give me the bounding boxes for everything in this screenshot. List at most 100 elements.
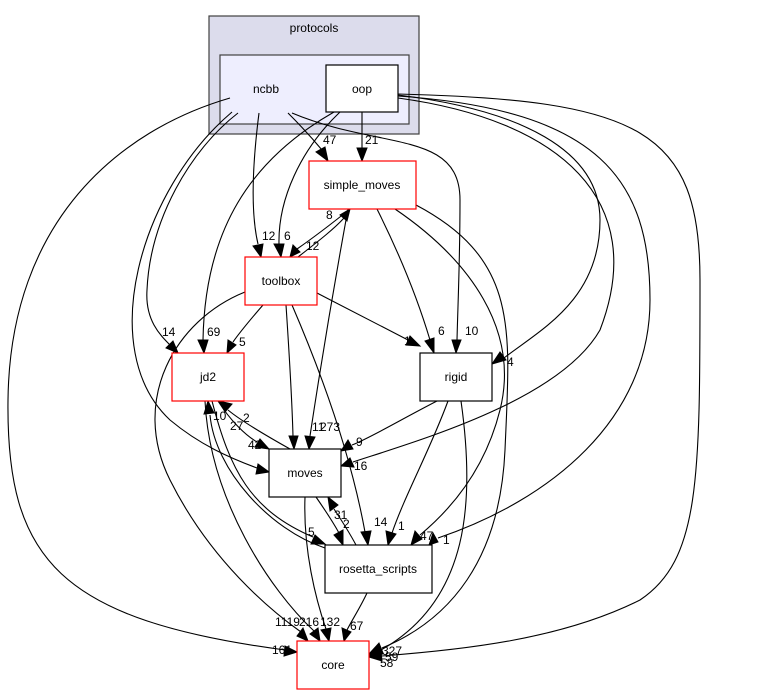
node-core[interactable]: core — [296, 640, 370, 690]
edge-simple-moves-to-rosetta-scripts[interactable] — [394, 208, 505, 547]
edge-label[interactable]: 161 — [272, 643, 292, 657]
node-simple-moves-label: simple_moves — [324, 178, 401, 192]
arrowhead-icon — [320, 627, 332, 643]
edge-jd2-to-rosetta-scripts[interactable] — [211, 400, 327, 545]
edge-label[interactable]: 1 — [398, 519, 405, 533]
arrowhead-icon — [385, 530, 397, 547]
edge-label[interactable]: 14 — [162, 325, 176, 339]
edge-label[interactable]: 216 — [299, 615, 319, 629]
edge-label[interactable]: 6 — [438, 324, 445, 338]
edge-label[interactable]: 42 — [248, 438, 262, 452]
edge-rosetta-scripts-to-moves[interactable] — [327, 495, 357, 546]
edge-rigid-to-rosetta-scripts[interactable] — [385, 400, 449, 547]
edge-label[interactable]: 31 — [334, 508, 348, 522]
node-oop[interactable]: oop — [325, 64, 399, 113]
edge-label[interactable]: 10 — [213, 409, 227, 423]
edge-label[interactable]: 8 — [326, 208, 333, 222]
arrowhead-icon — [283, 645, 299, 657]
node-moves[interactable]: moves — [268, 448, 342, 498]
edge-line — [394, 208, 505, 536]
edge-oop-to-simple-moves[interactable] — [356, 112, 368, 163]
edge-rosetta-scripts-to-core[interactable] — [341, 592, 368, 643]
edge-line — [154, 291, 302, 633]
node-jd2-label: jd2 — [199, 370, 216, 384]
edge-toolbox-to-rosetta-scripts[interactable] — [291, 304, 372, 547]
edge-oop-to-moves[interactable] — [339, 97, 615, 468]
edge-toolbox-to-rigid[interactable] — [316, 292, 422, 347]
edge-line — [380, 400, 468, 651]
edge-label[interactable]: 327 — [382, 644, 402, 658]
arrowhead-icon — [341, 627, 352, 643]
edge-ncbb-to-jd2[interactable] — [146, 112, 239, 354]
node-rigid[interactable]: rigid — [419, 352, 493, 402]
edge-line — [309, 208, 349, 437]
edge-toolbox-to-moves[interactable] — [285, 304, 299, 451]
edge-ncbb-to-core[interactable] — [7, 97, 299, 657]
edge-label[interactable]: 5 — [308, 525, 315, 539]
node-simple-moves[interactable]: simple_moves — [308, 160, 417, 210]
edge-line — [397, 94, 601, 359]
edge-line — [232, 304, 264, 343]
arrowhead-icon — [296, 626, 309, 642]
edge-label[interactable]: 12 — [306, 239, 320, 253]
edge-oop-to-rosetta-scripts[interactable] — [397, 95, 651, 546]
edge-label[interactable]: 6 — [284, 229, 291, 243]
arrowhead-icon — [310, 534, 327, 545]
edge-moves-to-rosetta-scripts[interactable] — [315, 496, 344, 547]
arrowhead-icon — [315, 146, 329, 163]
edge-label[interactable]: 2 — [243, 411, 250, 425]
edge-line — [381, 93, 701, 657]
edge-line — [397, 95, 651, 539]
edge-label[interactable]: 132 — [320, 615, 340, 629]
edge-label[interactable]: 1 — [404, 334, 411, 348]
edge-line — [146, 112, 239, 346]
edge-ncbb-to-rigid[interactable] — [291, 112, 462, 355]
edge-label[interactable]: 10 — [465, 324, 479, 338]
edge-rigid-to-moves[interactable] — [339, 400, 438, 452]
edge-toolbox-to-jd2[interactable] — [226, 304, 264, 355]
arrowhead-icon — [451, 339, 462, 355]
edge-label[interactable]: 69 — [207, 325, 221, 339]
edge-label[interactable]: 9 — [356, 435, 363, 449]
edge-label[interactable]: 14 — [374, 515, 388, 529]
edge-line — [211, 400, 314, 538]
node-rosetta-scripts[interactable]: rosetta_scripts — [324, 544, 433, 594]
edge-rosetta-scripts-to-jd2[interactable] — [203, 399, 326, 549]
edge-label[interactable]: 1 — [443, 533, 450, 547]
edge-line — [333, 508, 357, 546]
edge-label[interactable]: 5 — [239, 335, 246, 349]
edge-toolbox-to-core[interactable] — [154, 291, 309, 642]
edge-oop-to-core[interactable] — [367, 93, 701, 662]
edge-label[interactable]: 16 — [354, 459, 368, 473]
edge-label[interactable]: 47 — [420, 529, 434, 543]
edge-label[interactable]: 273 — [320, 420, 340, 434]
edge-moves-to-core[interactable] — [304, 496, 332, 643]
edge-jd2-to-core[interactable] — [204, 400, 321, 643]
edge-label[interactable]: 67 — [350, 619, 364, 633]
edge-label[interactable]: 1119 — [275, 615, 300, 629]
edge-label[interactable]: 2 — [343, 517, 350, 531]
arrowhead-icon — [428, 531, 439, 546]
edge-simple-moves-to-rigid[interactable] — [376, 208, 435, 355]
edge-label[interactable]: 27 — [230, 419, 244, 433]
node-toolbox-label: toolbox — [262, 274, 301, 288]
edge-ncbb-to-moves[interactable] — [131, 111, 271, 475]
edge-label[interactable]: 59 — [385, 650, 399, 664]
arrowhead-icon — [333, 529, 344, 547]
node-jd2[interactable]: jd2 — [171, 352, 245, 402]
edge-label[interactable]: 12 — [262, 229, 276, 243]
edge-moves-to-jd2[interactable] — [218, 400, 291, 450]
edge-label[interactable]: 58 — [380, 656, 394, 670]
edge-label[interactable]: 4 — [507, 355, 514, 369]
edge-label[interactable]: 21 — [365, 133, 379, 147]
edge-oop-to-rigid[interactable] — [397, 94, 601, 365]
edge-ncbb-to-simple-moves[interactable] — [287, 112, 329, 163]
edge-label[interactable]: 11 — [312, 420, 325, 434]
edge-simple-moves-to-moves[interactable] — [304, 208, 349, 451]
edge-line — [252, 112, 260, 245]
edge-ncbb-to-toolbox[interactable] — [252, 112, 264, 259]
edge-oop-to-jd2[interactable] — [197, 111, 335, 355]
node-toolbox[interactable]: toolbox — [244, 256, 318, 306]
edge-label[interactable]: 47 — [323, 133, 337, 147]
arrowhead-icon — [367, 650, 383, 662]
